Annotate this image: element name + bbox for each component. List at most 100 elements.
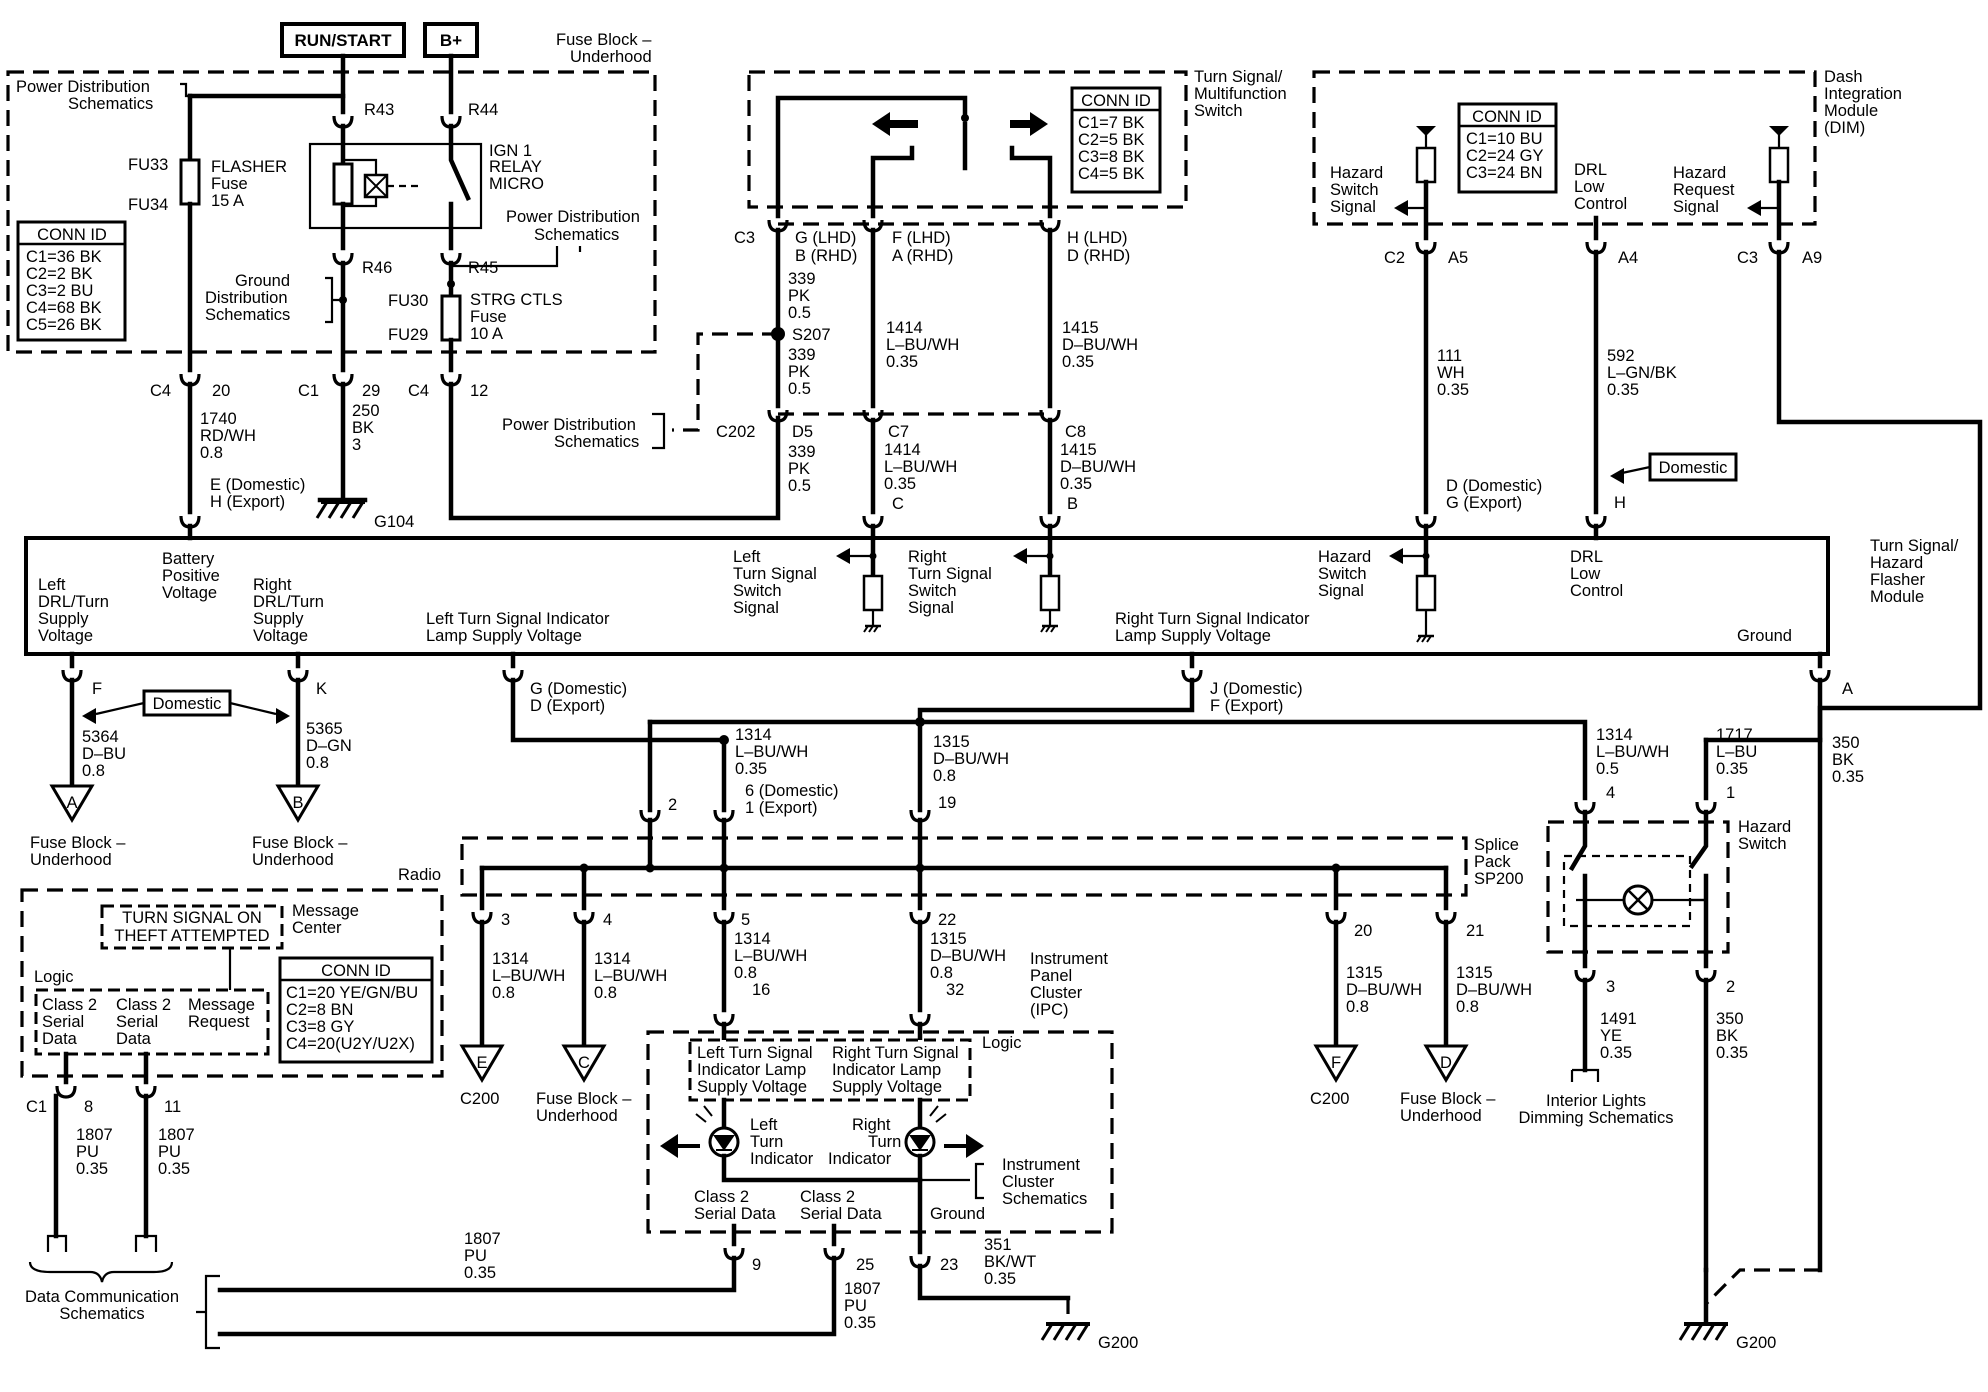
lind-label-2: Lamp Supply Voltage xyxy=(426,627,582,645)
fu33-label: FU33 xyxy=(128,156,168,174)
ldrl-label-2: DRL/Turn xyxy=(38,593,109,611)
pin-h-export: H (Export) xyxy=(210,493,285,511)
c7-label: C7 xyxy=(888,423,909,441)
dim-conn-2: C2=24 GY xyxy=(1466,147,1544,165)
w339-2: 339 xyxy=(788,346,816,364)
fba-label: Fuse Block – xyxy=(30,834,126,852)
w339-2s: 0.5 xyxy=(788,380,811,398)
turn-signal-hazard-flasher-module: Turn Signal/ Hazard Flasher Module Batte… xyxy=(24,523,1959,656)
radio-c1: C1 xyxy=(26,1098,47,1116)
batt-label-3: Voltage xyxy=(162,584,217,602)
class2-b: Class 2 xyxy=(116,996,171,1014)
w339-s: 0.5 xyxy=(788,304,811,322)
ipc-w1807-2s: 0.35 xyxy=(844,1314,876,1332)
fbc-label: Fuse Block – xyxy=(536,1090,632,1108)
flasher-title-2: Hazard xyxy=(1870,554,1923,572)
pin-1-hz: 1 xyxy=(1726,784,1735,802)
switch-title-2: Multifunction xyxy=(1194,85,1287,103)
ldrl-label-3: Supply xyxy=(38,610,89,628)
sp-title: Splice xyxy=(1474,836,1519,854)
fhz-label-2: Switch xyxy=(1318,565,1367,583)
sp-pin-21: 21 xyxy=(1466,922,1484,940)
ipc-w1807-c: PU xyxy=(464,1247,487,1265)
pin-19: 19 xyxy=(938,794,956,812)
sp-w22-c: D–BU/WH xyxy=(930,947,1006,965)
rdrl-label-2: DRL/Turn xyxy=(253,593,324,611)
fb-conn-3: C3=2 BU xyxy=(26,282,93,300)
dim-pin-h: H xyxy=(1614,494,1626,512)
c1-label: C1 xyxy=(298,382,319,400)
ref-c: C xyxy=(578,1054,590,1072)
relay-name: IGN 1 xyxy=(489,142,532,160)
ipc-w351-s: 0.35 xyxy=(984,1270,1016,1288)
ipc-cs1: Class 2 xyxy=(694,1188,749,1206)
w111-c: WH xyxy=(1437,364,1465,382)
flasher-title-3: Flasher xyxy=(1870,571,1926,589)
w1415-2: 1415 xyxy=(1060,441,1097,459)
fu29-label: FU29 xyxy=(388,326,428,344)
lts-label-4: Signal xyxy=(733,599,779,617)
radio-conn-4: C4=20(U2Y/U2X) xyxy=(286,1035,415,1053)
radio-p11: 11 xyxy=(164,1098,181,1116)
ipc-w351: 351 xyxy=(984,1236,1012,1254)
rdrl-label-4: Voltage xyxy=(253,627,308,645)
ref-f: F xyxy=(1331,1054,1341,1072)
sp-pin-3: 3 xyxy=(501,911,510,929)
fdrl-label: DRL xyxy=(1570,548,1603,566)
pin-b: B xyxy=(1067,495,1078,513)
rt-label: Right Turn Signal xyxy=(832,1044,959,1062)
ipc-title-3: Cluster xyxy=(1030,984,1083,1002)
r43-label: R43 xyxy=(364,101,394,119)
ts-conn-1: C1=7 BK xyxy=(1078,114,1145,132)
pd3-ref-2: Schematics xyxy=(554,433,639,451)
w339-c: PK xyxy=(788,287,810,305)
dim-d-domestic: D (Domestic) xyxy=(1446,477,1542,495)
radio-logic: Logic xyxy=(34,968,73,986)
ref-d: D xyxy=(1440,1054,1452,1072)
ground-dist-ref: Ground xyxy=(235,272,290,290)
hz-w1491-s: 0.35 xyxy=(1600,1044,1632,1062)
w339-3s: 0.5 xyxy=(788,477,811,495)
w1314: 1314 xyxy=(735,726,772,744)
ipc-title: Instrument xyxy=(1030,950,1108,968)
dim-conn-3: C3=24 BN xyxy=(1466,164,1543,182)
sp-title-2: Pack xyxy=(1474,853,1511,871)
sp-pin-32: 32 xyxy=(946,981,964,999)
ild-label-2: Dimming Schematics xyxy=(1519,1109,1674,1127)
w1415-s: 0.35 xyxy=(1062,353,1094,371)
w350-s: 0.35 xyxy=(1832,768,1864,786)
w5365: 5365 xyxy=(306,720,343,738)
ri-label-2: Turn xyxy=(868,1133,901,1151)
ipc-logic: Logic xyxy=(982,1034,1021,1052)
w1415-2c: D–BU/WH xyxy=(1060,458,1136,476)
radio-conn-2: C2=8 BN xyxy=(286,1001,353,1019)
fgnd-label: Ground xyxy=(1737,627,1792,645)
rts-label-3: Switch xyxy=(908,582,957,600)
sp-w4: 1314 xyxy=(594,950,631,968)
w111-s: 0.35 xyxy=(1437,381,1469,399)
fuse-block-outputs: C4 20 C1 29 C4 12 1740 RD/WH 0.8 250 BK … xyxy=(150,372,781,531)
radio-w1807-c: PU xyxy=(76,1143,99,1161)
ground-dist-ref-2: Distribution xyxy=(205,289,288,307)
drl-outputs: F K Domestic 5364 D–BU 0.8 5365 D–GN 0.8… xyxy=(30,651,352,869)
dim-a5: A5 xyxy=(1448,249,1468,267)
ref-a: A xyxy=(66,794,77,812)
dim-drl-3: Control xyxy=(1574,195,1627,213)
rdrl-label-3: Supply xyxy=(253,610,304,628)
msg-req: Message xyxy=(188,996,255,1014)
radio-w1807-s: 0.35 xyxy=(76,1160,108,1178)
w592-c: L–GN/BK xyxy=(1607,364,1677,382)
sp-w3-c: L–BU/WH xyxy=(492,967,565,985)
w1314-hz-s: 0.5 xyxy=(1596,760,1619,778)
ts-conn-title: CONN ID xyxy=(1081,92,1151,110)
w1415: 1415 xyxy=(1062,319,1099,337)
dim-hazard-req-2: Request xyxy=(1673,181,1735,199)
fb-conn-1: C1=36 BK xyxy=(26,248,102,266)
p1-export: 1 (Export) xyxy=(745,799,817,817)
lind-label: Left Turn Signal Indicator xyxy=(426,610,610,628)
class2-a-2: Serial xyxy=(42,1013,84,1031)
dim-hazard-sig-3: Signal xyxy=(1330,198,1376,216)
ipc-title-2: Panel xyxy=(1030,967,1072,985)
ts-conn-3: C3=8 BK xyxy=(1078,148,1145,166)
